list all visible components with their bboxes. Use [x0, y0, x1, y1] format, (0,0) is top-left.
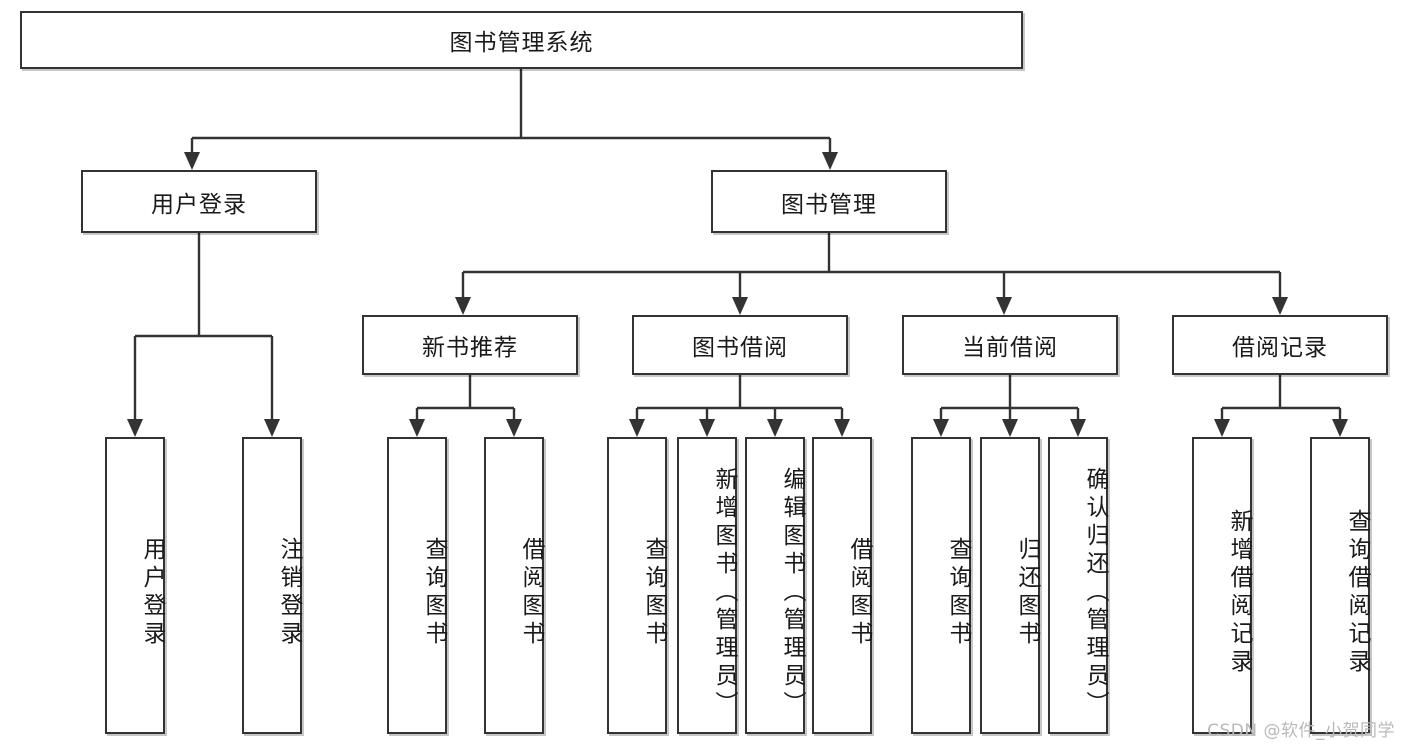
node-book-management[interactable]: 图书管理: [711, 170, 947, 233]
leaf-book-borrow-add[interactable]: 新增图书（管理员）: [677, 437, 737, 734]
arrow-bookmgmt-c1: [455, 297, 471, 315]
arrow-newbook-l2: [506, 419, 522, 437]
arrow-borrow-l1: [629, 419, 645, 437]
arrow-bookmgmt-c2: [732, 297, 748, 315]
arrow-current-l1: [933, 419, 949, 437]
leaf-current-borrow-query[interactable]: 查询图书: [911, 437, 971, 734]
arrow-bookmgmt-c4: [1272, 297, 1288, 315]
leaf-book-borrow-query[interactable]: 查询图书: [607, 437, 667, 734]
arrow-record-l1: [1214, 419, 1230, 437]
arrow-to-userlogin: [184, 152, 200, 170]
node-user-login[interactable]: 用户登录: [81, 170, 317, 233]
arrow-record-l2: [1332, 419, 1348, 437]
node-new-book-recommend[interactable]: 新书推荐: [362, 315, 578, 375]
leaf-current-borrow-return[interactable]: 归还图书: [980, 437, 1040, 734]
leaf-book-borrow-edit[interactable]: 编辑图书（管理员）: [745, 437, 805, 734]
arrow-to-bookmgmt: [822, 152, 838, 170]
leaf-borrow-record-query[interactable]: 查询借阅记录: [1310, 437, 1370, 734]
arrow-userlogin-l1: [127, 419, 143, 437]
arrow-borrow-l2: [699, 419, 715, 437]
node-book-borrow[interactable]: 图书借阅: [632, 315, 848, 375]
arrow-newbook-l1: [409, 419, 425, 437]
leaf-borrow-record-add[interactable]: 新增借阅记录: [1192, 437, 1252, 734]
arrow-current-l2: [1002, 419, 1018, 437]
arrow-userlogin-l2: [264, 419, 280, 437]
csdn-watermark: CSDN @软件_小贺同学: [1207, 721, 1395, 741]
arrow-borrow-l4: [834, 419, 850, 437]
leaf-user-login-logout[interactable]: 注销登录: [242, 437, 302, 734]
leaf-user-login-login[interactable]: 用户登录: [105, 437, 165, 734]
arrow-borrow-l3: [767, 419, 783, 437]
leaf-new-book-borrow[interactable]: 借阅图书: [484, 437, 544, 734]
leaf-new-book-query[interactable]: 查询图书: [387, 437, 447, 734]
leaf-book-borrow-borrow[interactable]: 借阅图书: [812, 437, 872, 734]
node-borrow-record[interactable]: 借阅记录: [1172, 315, 1388, 375]
arrow-current-l3: [1070, 419, 1086, 437]
node-root-system[interactable]: 图书管理系统: [20, 11, 1023, 69]
leaf-current-borrow-confirm-return[interactable]: 确认归还（管理员）: [1048, 437, 1108, 734]
node-current-borrow[interactable]: 当前借阅: [902, 315, 1118, 375]
arrow-bookmgmt-c3: [996, 297, 1012, 315]
